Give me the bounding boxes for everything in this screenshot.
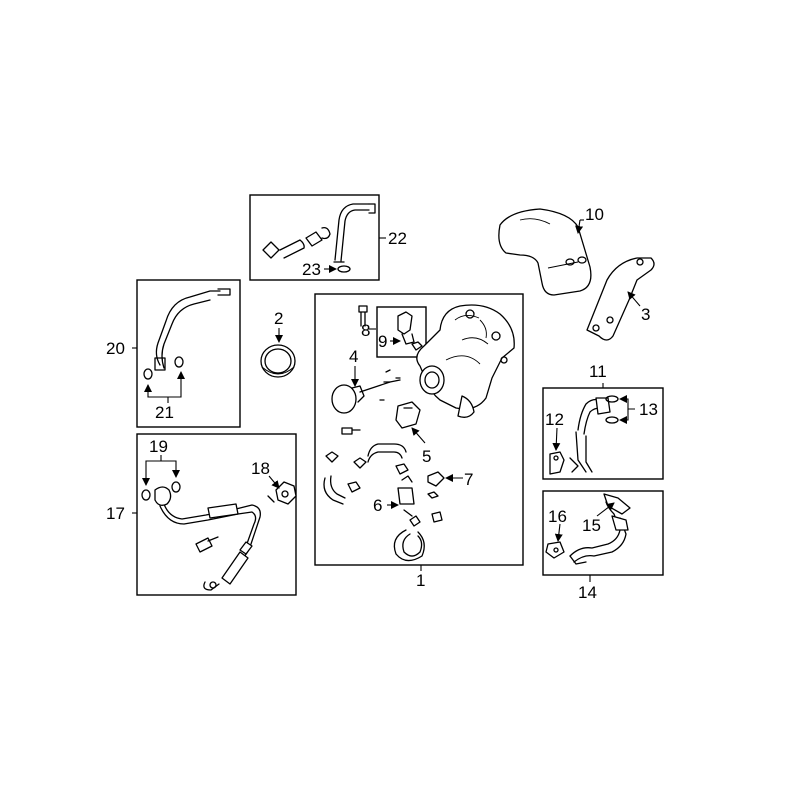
callout-11: 11: [589, 362, 607, 381]
callout-4: 4: [349, 347, 358, 366]
group-box-11: [542, 387, 664, 480]
callout-7: 7: [464, 470, 473, 489]
group-box-1: [314, 293, 524, 566]
callout-1: 1: [416, 571, 425, 590]
callout-20: 20: [106, 339, 125, 358]
heat-shield-part: [498, 208, 592, 296]
callout-16: 16: [548, 507, 567, 526]
callout-15: 15: [582, 516, 601, 535]
callout-5: 5: [422, 447, 431, 466]
seal-ring-part: [260, 344, 296, 378]
callout-23: 23: [302, 260, 321, 279]
callout-18: 18: [251, 459, 270, 478]
callout-6: 6: [373, 496, 382, 515]
callout-19: 19: [149, 437, 168, 456]
callout-14: 14: [578, 583, 597, 602]
group-box-14: [542, 490, 664, 576]
callout-8: 8: [361, 321, 370, 340]
callout-10: 10: [585, 205, 604, 224]
callout-13: 13: [639, 400, 658, 419]
callout-17: 17: [106, 504, 125, 523]
callout-3: 3: [641, 305, 650, 324]
callout-22: 22: [388, 229, 407, 248]
callout-21: 21: [155, 403, 174, 422]
callout-2: 2: [274, 309, 283, 328]
group-box-20: [136, 279, 241, 428]
bracket-part: [586, 257, 655, 341]
callout-12: 12: [545, 410, 564, 429]
group-box-17: [136, 433, 297, 596]
callout-9: 9: [378, 332, 387, 351]
